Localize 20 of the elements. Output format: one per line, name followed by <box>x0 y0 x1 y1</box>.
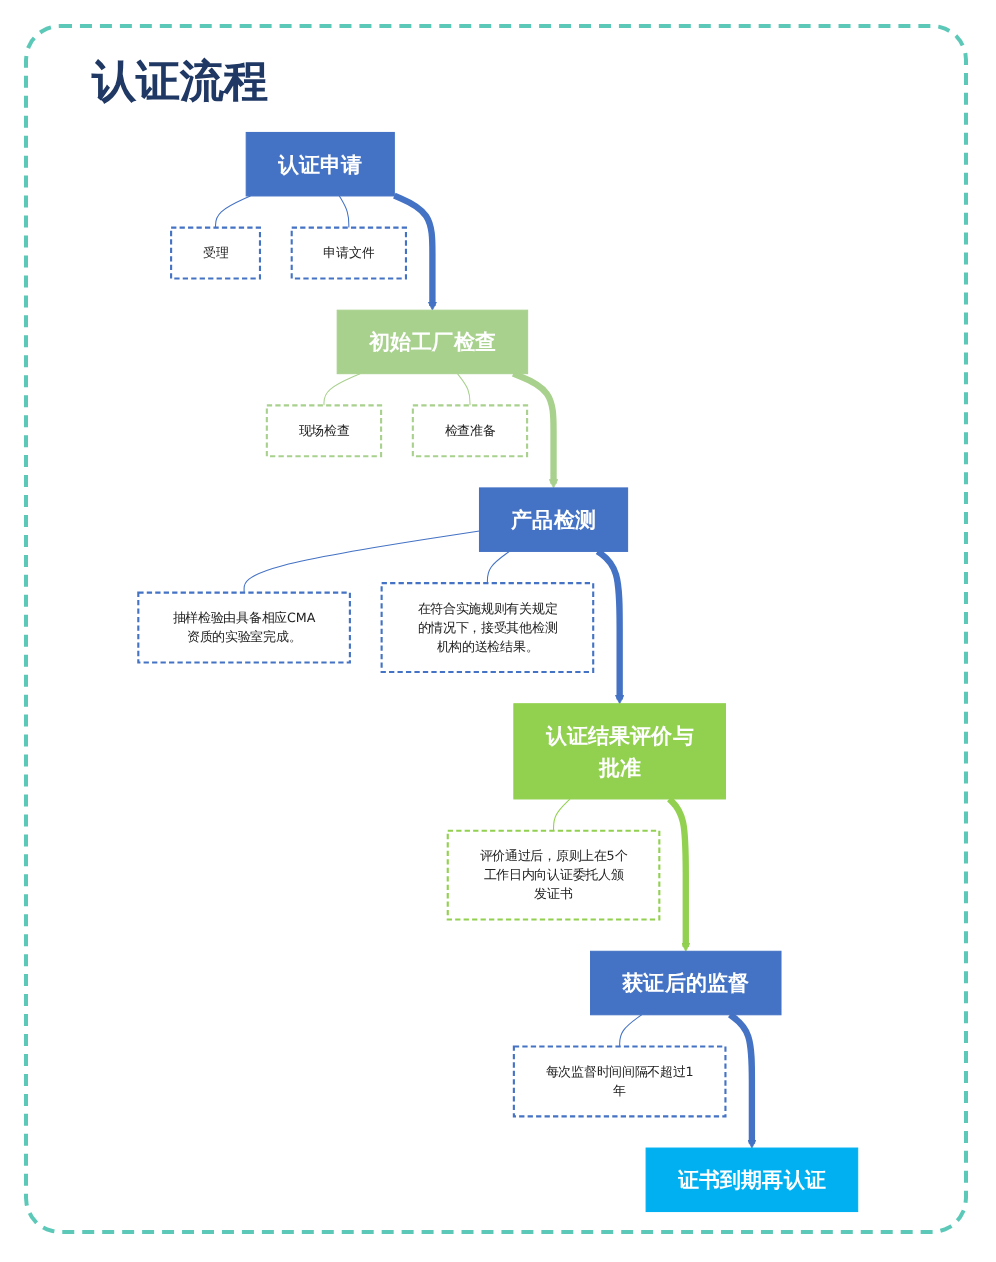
arrow <box>393 192 438 311</box>
node-box: 初始工厂检查 <box>336 309 529 375</box>
arrow <box>667 796 691 952</box>
node-box: 认证结果评价与批准 <box>513 703 726 800</box>
node-box: 产品检测 <box>478 487 629 552</box>
node-box: 证书到期再认证 <box>645 1147 859 1213</box>
connector <box>338 195 350 229</box>
node-box: 认证申请 <box>245 131 395 197</box>
connector <box>456 373 471 406</box>
connector <box>553 798 571 832</box>
arrow <box>728 1012 757 1149</box>
connector <box>486 550 510 584</box>
connector <box>243 530 480 594</box>
connector <box>619 1014 643 1048</box>
arrow <box>512 370 559 489</box>
connector <box>215 195 251 229</box>
node-box: 获证后的监督 <box>590 950 782 1016</box>
arrow <box>595 548 625 705</box>
diagram-title: 认证流程 <box>92 55 268 112</box>
connector <box>323 373 361 406</box>
